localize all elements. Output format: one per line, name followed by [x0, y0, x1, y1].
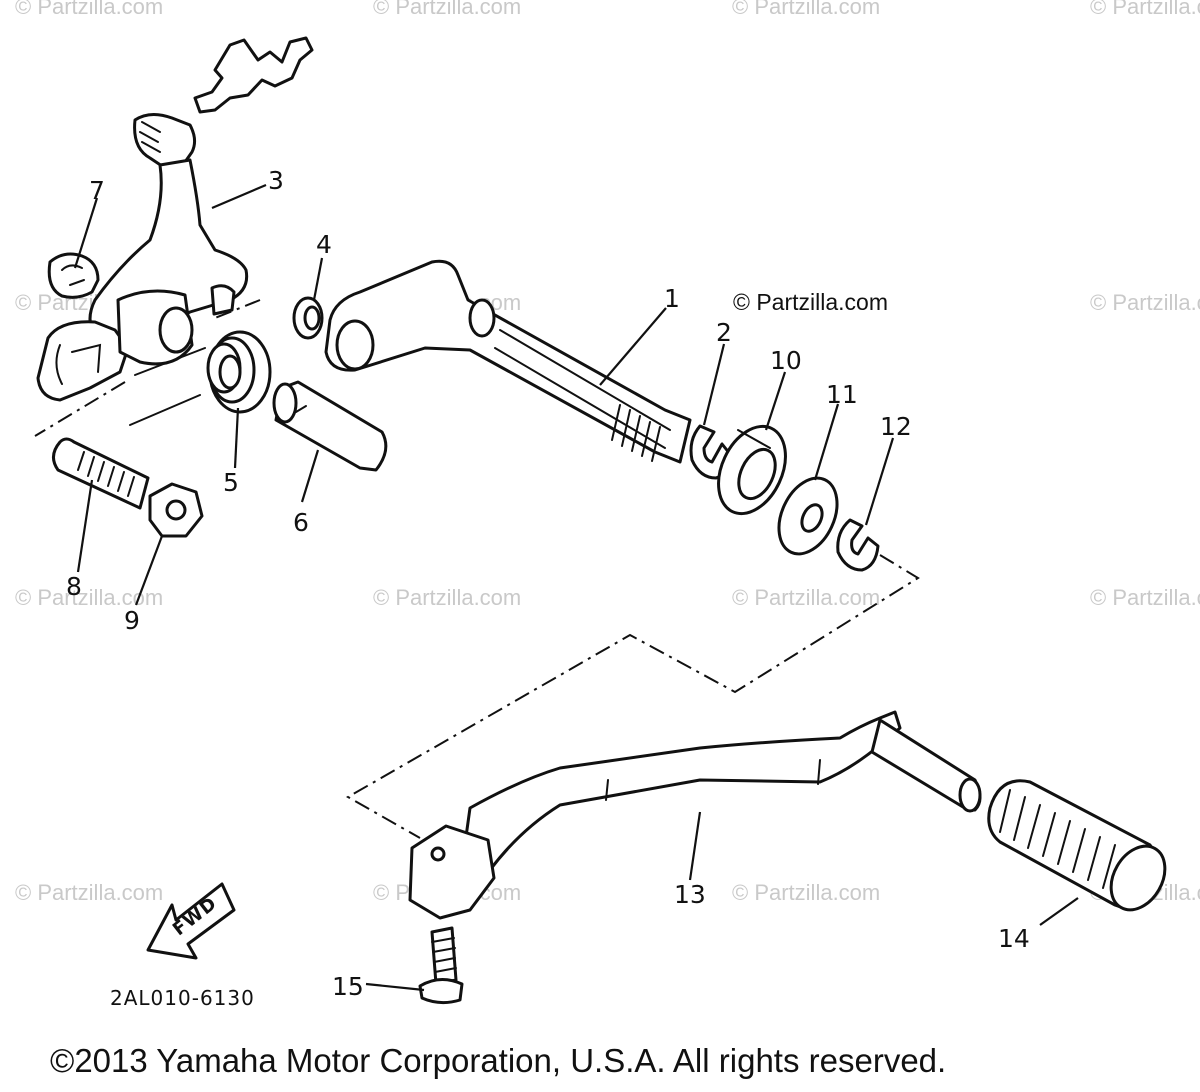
callout-2: 2	[716, 318, 732, 347]
oil-seal-part	[717, 424, 787, 516]
clip-part	[47, 252, 100, 299]
leader-line	[764, 371, 787, 431]
assembly-line	[345, 554, 920, 839]
assembly-line	[214, 299, 261, 319]
fwd-arrow-icon	[146, 882, 236, 960]
watermark-center: © Partzilla.com	[733, 289, 888, 315]
callout-5: 5	[223, 468, 239, 497]
leader-line	[134, 535, 164, 606]
watermark: © Partzilla.com	[373, 0, 522, 19]
circlip-small-part	[836, 518, 880, 572]
leader-line	[864, 437, 895, 526]
watermark: © Partzilla.com	[1090, 0, 1200, 19]
callout-11: 11	[826, 380, 858, 409]
callout-9: 9	[124, 606, 140, 635]
leader-line	[76, 479, 94, 573]
callout-12: 12	[880, 412, 912, 441]
callout-6: 6	[293, 508, 309, 537]
watermark: © Partzilla.com	[732, 585, 881, 610]
shift-arm-part	[36, 36, 314, 402]
leader-line	[365, 982, 425, 992]
watermark: © Partzilla.com	[1090, 585, 1200, 610]
spring-part	[129, 330, 272, 426]
watermark: © Partzilla.com	[15, 585, 164, 610]
leader-line	[813, 403, 840, 481]
washer-part	[777, 476, 839, 556]
watermark: © Partzilla.com	[15, 0, 164, 19]
collar-part	[292, 296, 324, 340]
leader-line	[599, 307, 667, 386]
callout-14: 14	[998, 924, 1030, 953]
copyright-notice: ©2013 Yamaha Motor Corporation, U.S.A. A…	[50, 1042, 947, 1079]
callout-1: 1	[664, 284, 680, 313]
leader-line	[1039, 897, 1079, 926]
callout-13: 13	[674, 880, 706, 909]
leader-line	[73, 197, 99, 269]
callout-3: 3	[268, 166, 284, 195]
leader-line	[702, 343, 726, 426]
pinch-bolt-part	[418, 926, 464, 1005]
callout-4: 4	[316, 230, 332, 259]
leader-line	[300, 449, 320, 503]
nut-part	[148, 482, 204, 538]
leader-line	[688, 811, 702, 881]
watermark: © Partzilla.com	[373, 585, 522, 610]
shift-pedal-part	[408, 710, 982, 920]
pedal-rubber-part	[987, 779, 1167, 912]
pin-part	[272, 380, 388, 472]
watermark: © Partzilla.com	[1090, 290, 1200, 315]
diagram-code: 2AL010-6130	[110, 986, 255, 1010]
leader-line	[211, 183, 267, 210]
callout-8: 8	[66, 572, 82, 601]
callout-10: 10	[770, 346, 802, 375]
watermark: © Partzilla.com	[15, 880, 164, 905]
leader-line	[233, 407, 240, 469]
callout-7: 7	[89, 176, 105, 205]
watermark: © Partzilla.com	[732, 0, 881, 19]
shift-shaft-part	[324, 259, 692, 464]
bolt-part	[52, 437, 150, 510]
leader-line	[312, 257, 324, 301]
callout-15: 15	[332, 972, 364, 1001]
watermark: © Partzilla.com	[732, 880, 881, 905]
